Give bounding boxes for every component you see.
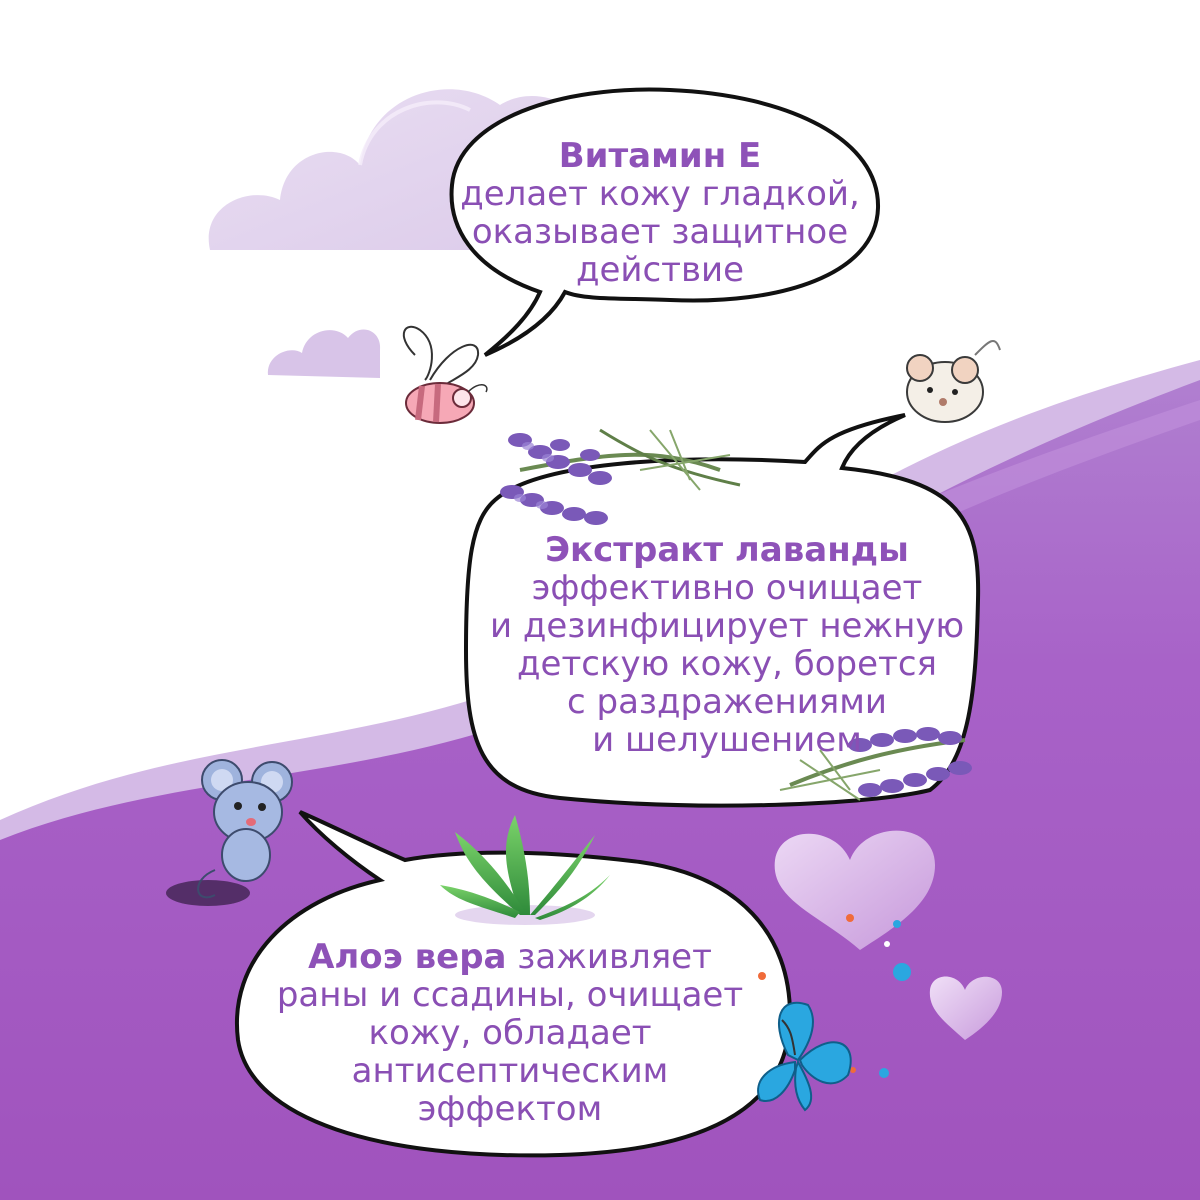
aloe-line-3: кожу, обладает (368, 1013, 652, 1054)
lavender-title: Экстракт лаванды (545, 530, 909, 570)
mouse-icon (197, 759, 293, 899)
heart-icon (929, 976, 1002, 1040)
aloe-line-5: эффектом (417, 1089, 603, 1130)
bee-icon (402, 325, 488, 424)
lavender-line-4: с раздражениями (567, 682, 887, 723)
lavender-line-3: детскую кожу, борется (517, 644, 937, 685)
lavender-icon (779, 727, 972, 801)
aloe-line-4: антисептическим (351, 1051, 669, 1092)
aloe-text: Алоэ вера заживляет раны и ссадины, очищ… (245, 938, 775, 1128)
aloe-icon (440, 815, 610, 925)
vitamin-e-line-2: оказывает защитное (471, 212, 849, 253)
vitamin-e-line-3: действие (575, 250, 745, 291)
lavender-line-5: и шелушением (592, 720, 862, 761)
vitamin-e-text: Витамин Е делает кожу гладкой, оказывает… (450, 137, 870, 289)
lavender-text: Экстракт лаванды эффективно очищает и де… (472, 530, 982, 761)
vitamin-e-line-1: делает кожу гладкой, (460, 174, 860, 215)
confetti-dots (758, 914, 911, 1078)
aloe-line-1-rest: заживляет (506, 937, 712, 977)
heart-icon (774, 830, 935, 950)
lavender-line-1: эффективно очищает (531, 568, 923, 609)
aloe-line-1: Алоэ вера заживляет (245, 938, 775, 976)
aloe-line-2: раны и ссадины, очищает (276, 975, 744, 1016)
vitamin-e-title: Витамин Е (558, 136, 762, 176)
mouse-hole (166, 880, 250, 906)
cloud-icon (267, 329, 381, 378)
butterfly-icon (757, 1002, 852, 1112)
lavender-line-2: и дезинфицирует нежную (489, 606, 965, 647)
speech-bubble-vitamin-e (449, 87, 881, 357)
mouse-icon (906, 340, 1001, 423)
lavender-icon (500, 428, 741, 525)
aloe-title: Алоэ вера (308, 937, 507, 977)
